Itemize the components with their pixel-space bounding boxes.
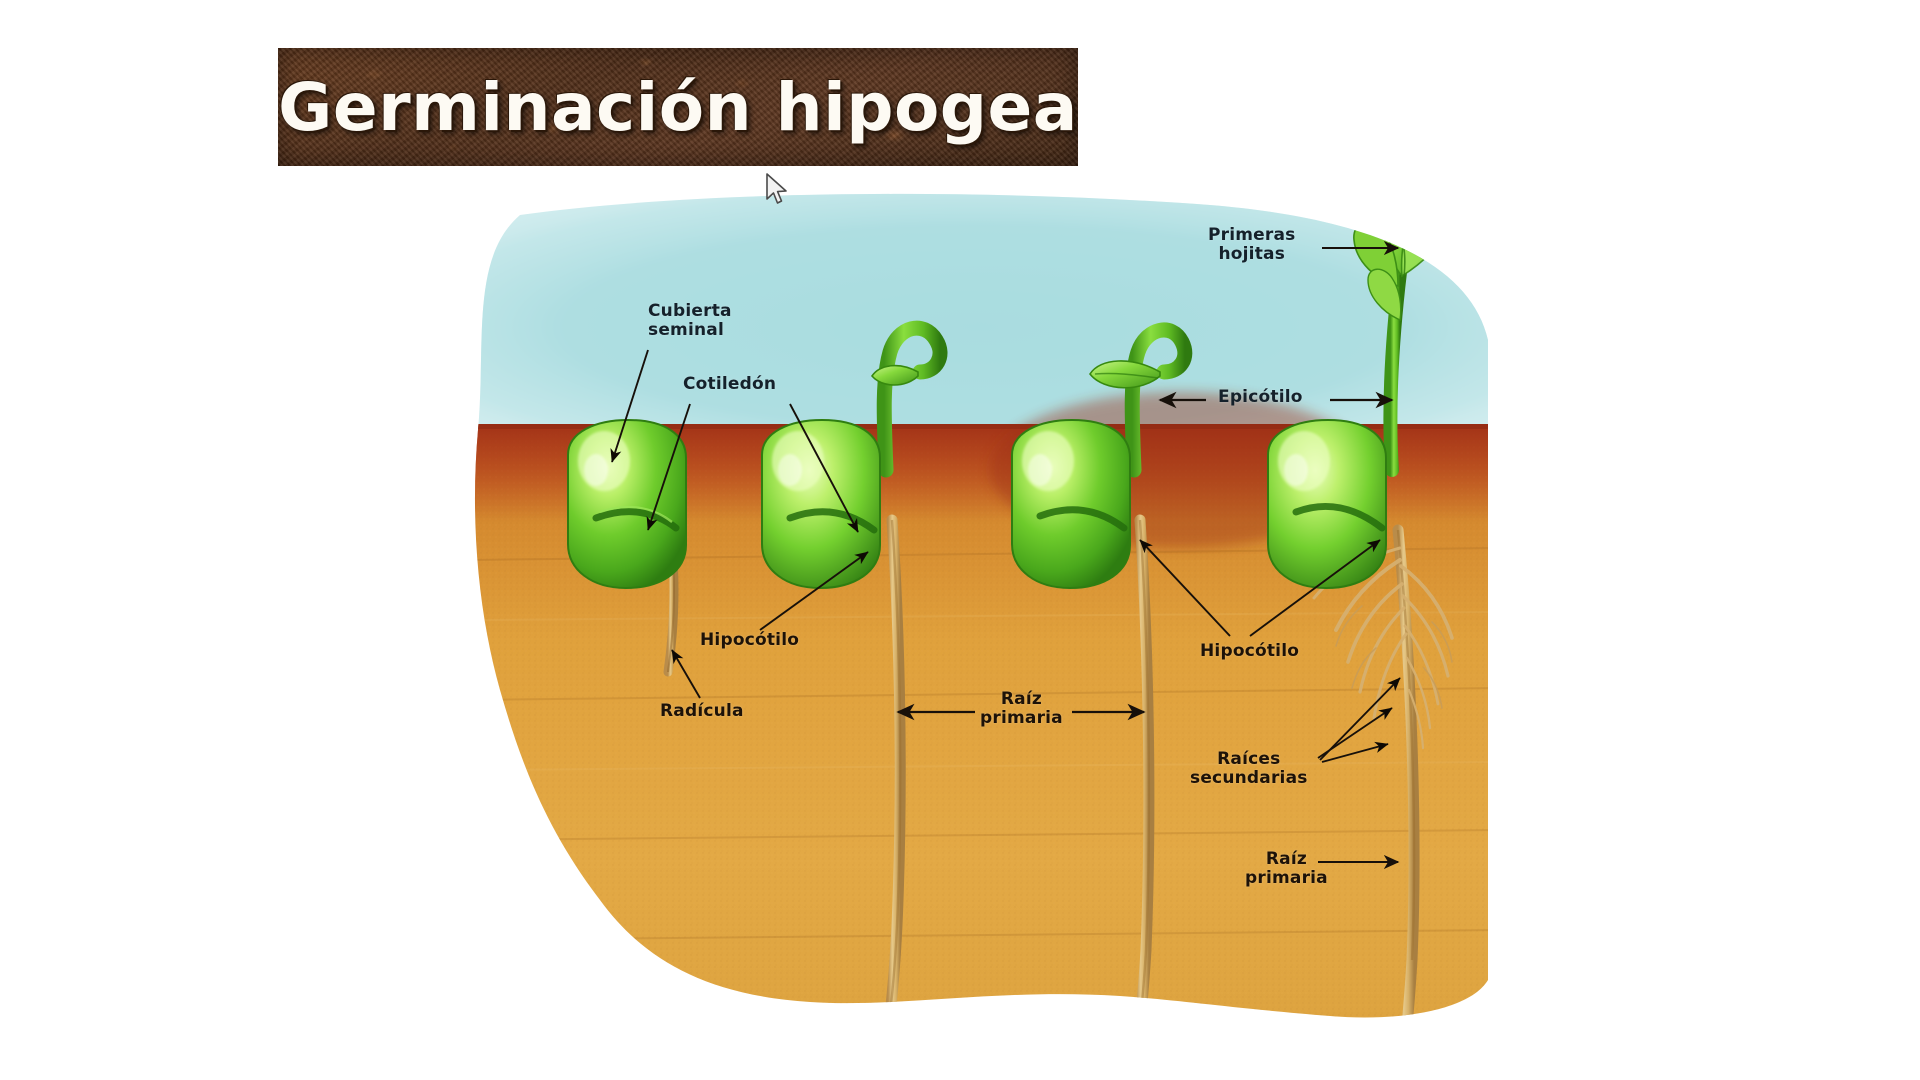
label-hipocotilo-1: Hipocótilo	[700, 630, 800, 650]
leader-cubierta-seminal	[610, 349, 649, 463]
label-raices-secundarias: Raíces secundarias	[1190, 749, 1308, 789]
label-radicula: Radícula	[660, 701, 744, 721]
leader-hipocotilo-1	[759, 551, 869, 631]
leader-hipocotilo-2b	[1249, 539, 1381, 637]
page-title: Germinación hipogea	[278, 68, 1078, 146]
label-raiz-primaria-1: Raíz primaria	[980, 689, 1063, 729]
title-banner: Germinación hipogea	[278, 48, 1078, 166]
label-epicotilo: Epicótilo	[1218, 387, 1303, 407]
measure-arrows	[896, 391, 1394, 721]
stage-2-seedling	[761, 320, 948, 1018]
label-cotiledon: Cotiledón	[683, 374, 777, 394]
leader-raices-sec-3	[1321, 741, 1389, 763]
label-cubierta-seminal: Cubierta seminal	[648, 301, 732, 341]
mouse-pointer-icon	[766, 173, 787, 204]
illustration-body	[474, 193, 1488, 1018]
leader-cotiledon-2	[789, 403, 859, 533]
leader-hipocotilo-2a	[1139, 539, 1231, 637]
label-raiz-primaria-2: Raíz primaria	[1245, 849, 1328, 889]
label-primeras-hojitas: Primeras hojitas	[1208, 225, 1296, 265]
leader-lines	[610, 240, 1401, 870]
leader-raices-sec-2	[1319, 677, 1401, 761]
leader-radicula	[671, 649, 701, 699]
label-hipocotilo-2: Hipocótilo	[1200, 641, 1300, 661]
leader-cotiledon-1	[646, 403, 691, 531]
secondary-roots	[1312, 546, 1454, 750]
